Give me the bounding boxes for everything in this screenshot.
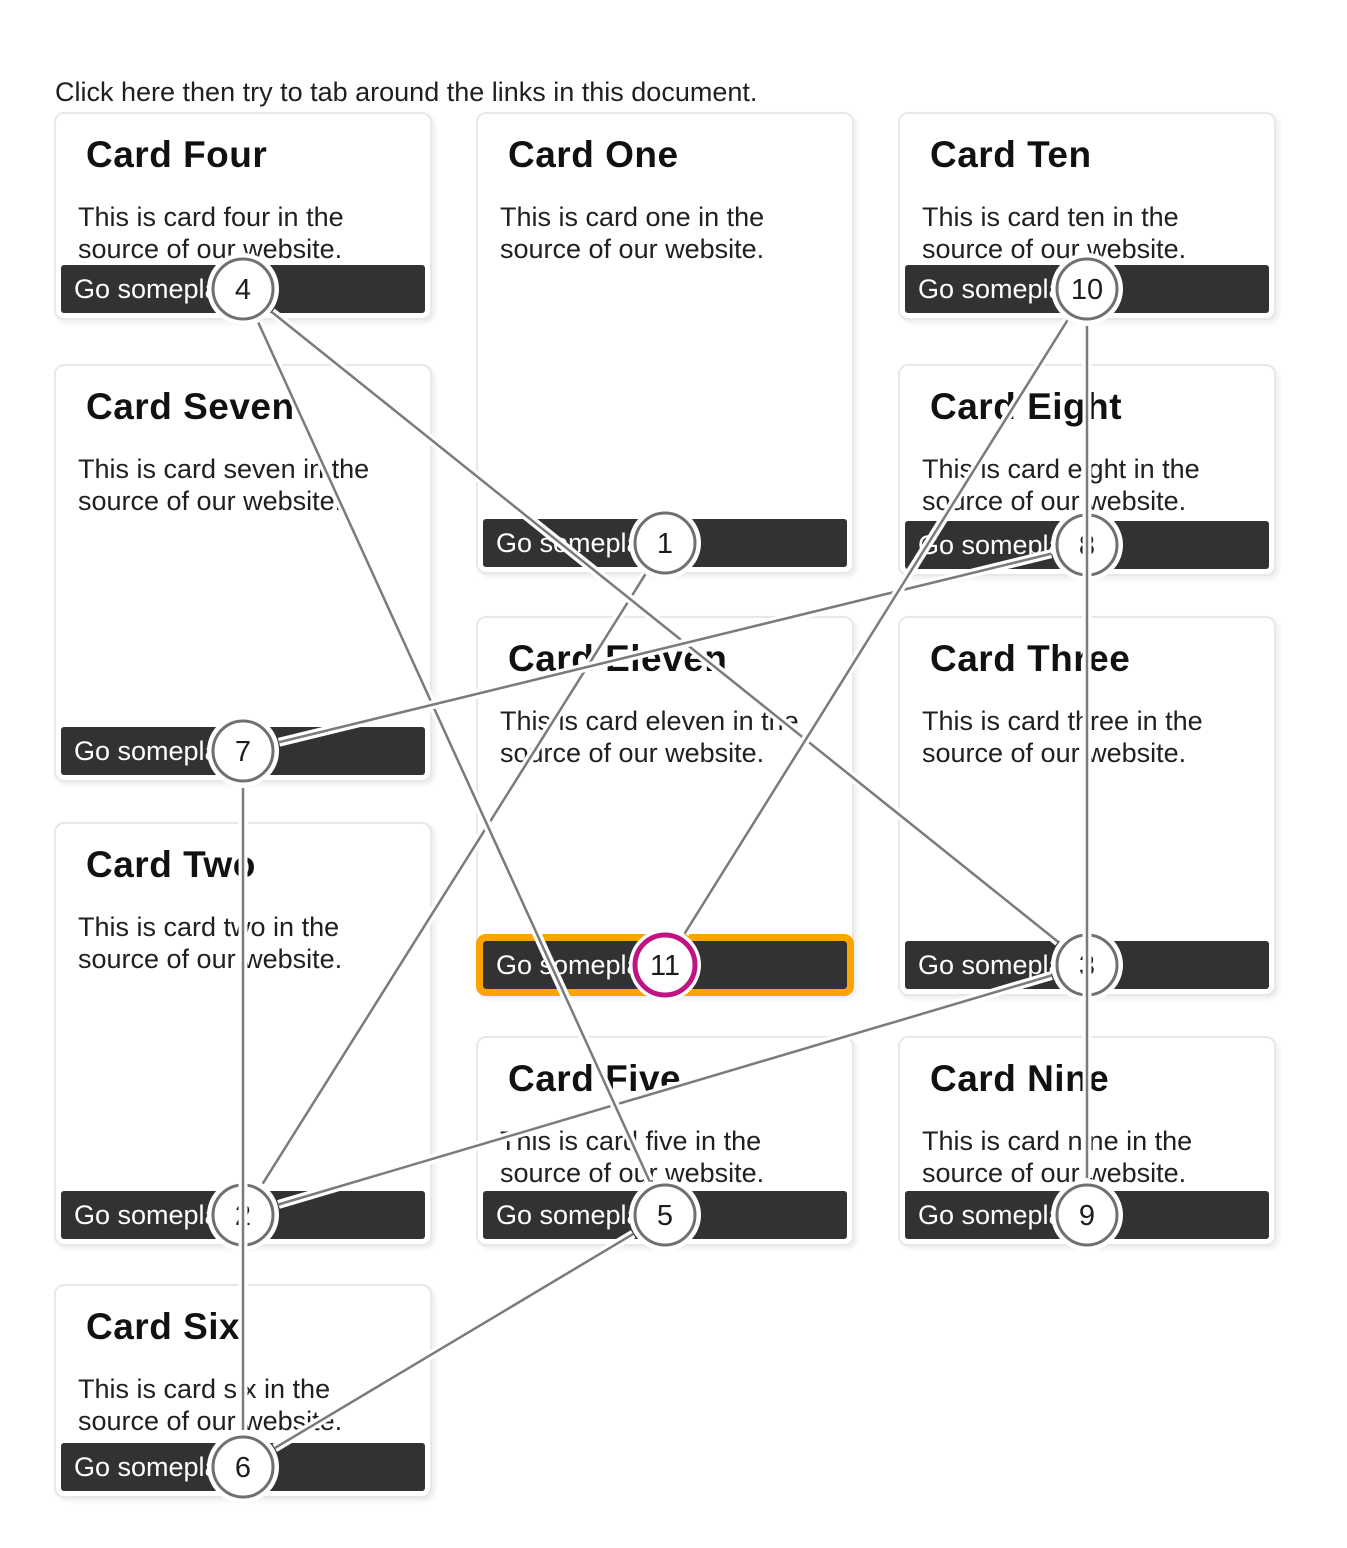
card-seven: Card Seven This is card seven in the sou…	[54, 364, 432, 782]
card-title: Card Three	[930, 638, 1131, 679]
go-someplace-link[interactable]: Go someplace	[61, 1191, 425, 1239]
go-someplace-link[interactable]: Go someplace	[905, 941, 1269, 989]
card-two: Card Two This is card two in the source …	[54, 822, 432, 1246]
card-text: This is card eight in the source of our …	[922, 454, 1200, 516]
card-nine: Card Nine This is card nine in the sourc…	[898, 1036, 1276, 1246]
card-title: Card Eight	[930, 386, 1123, 427]
card-text: This is card two in the source of our we…	[78, 912, 343, 974]
card-text: This is card ten in the source of our we…	[922, 202, 1187, 264]
card-title: Card Nine	[930, 1058, 1110, 1099]
card-title: Card Ten	[930, 134, 1092, 175]
card-five: Card Five This is card five in the sourc…	[476, 1036, 854, 1246]
card-title: Card Seven	[86, 386, 295, 427]
go-someplace-link[interactable]: Go someplace	[905, 521, 1269, 569]
go-someplace-link[interactable]: Go someplace	[483, 1191, 847, 1239]
go-someplace-link[interactable]: Go someplace	[61, 265, 425, 313]
go-someplace-link-focused[interactable]: Go someplace	[476, 934, 854, 996]
card-six: Card Six This is card six in the source …	[54, 1284, 432, 1498]
card-text: This is card five in the source of our w…	[500, 1126, 765, 1188]
go-someplace-link[interactable]: Go someplace	[905, 265, 1269, 313]
card-text: This is card six in the source of our we…	[78, 1374, 343, 1436]
go-someplace-link[interactable]: Go someplace	[61, 1443, 425, 1491]
card-text: This is card four in the source of our w…	[78, 202, 344, 264]
card-eight: Card Eight This is card eight in the sou…	[898, 364, 1276, 576]
card-one: Card One This is card one in the source …	[476, 112, 854, 574]
card-text: This is card one in the source of our we…	[500, 202, 765, 264]
card-eleven: Card Eleven This is card eleven in the s…	[476, 616, 854, 996]
card-title: Card Four	[86, 134, 268, 175]
card-text: This is card nine in the source of our w…	[922, 1126, 1193, 1188]
card-four: Card Four This is card four in the sourc…	[54, 112, 432, 320]
card-title: Card Two	[86, 844, 256, 885]
card-title: Card Five	[508, 1058, 682, 1099]
go-someplace-link[interactable]: Go someplace	[61, 727, 425, 775]
go-someplace-link[interactable]: Go someplace	[483, 519, 847, 567]
card-ten: Card Ten This is card ten in the source …	[898, 112, 1276, 320]
card-title: Card Eleven	[508, 638, 728, 679]
card-text: This is card seven in the source of our …	[78, 454, 370, 516]
card-text: This is card three in the source of our …	[922, 706, 1203, 768]
card-text: This is card eleven in the source of our…	[500, 706, 799, 768]
card-three: Card Three This is card three in the sou…	[898, 616, 1276, 996]
card-title: Card Six	[86, 1306, 241, 1347]
instruction-text: Click here then try to tab around the li…	[55, 77, 758, 107]
card-title: Card One	[508, 134, 679, 175]
go-someplace-link[interactable]: Go someplace	[905, 1191, 1269, 1239]
